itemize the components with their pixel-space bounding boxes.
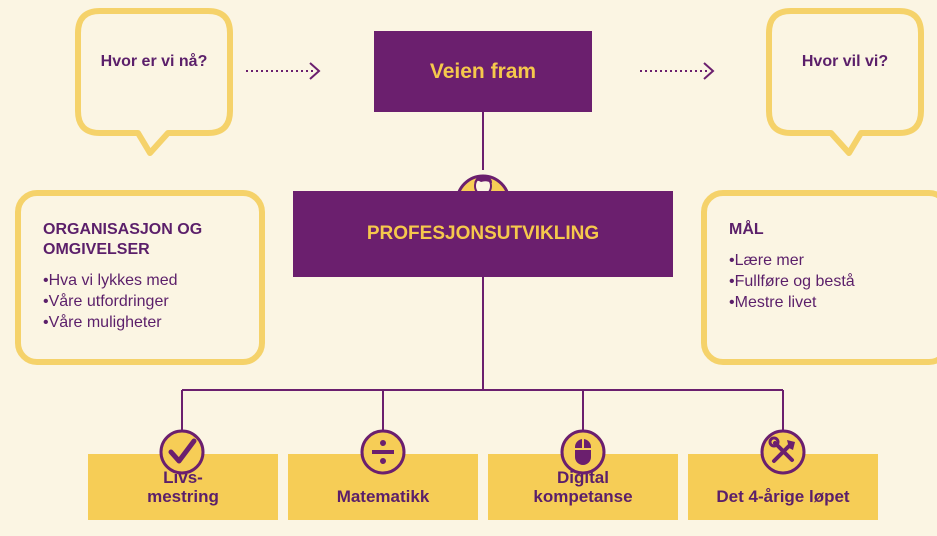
area-label: Det 4-årige løpet bbox=[716, 487, 850, 506]
tools-icon bbox=[760, 429, 806, 475]
list-item: Lære mer bbox=[729, 250, 931, 271]
checkmark-icon bbox=[159, 429, 205, 475]
main-title: PROFESJONSUTVIKLING bbox=[366, 223, 600, 244]
goals-box: MÅL Lære mer Fullføre og bestå Mestre li… bbox=[701, 190, 937, 365]
list-item: Mestre livet bbox=[729, 292, 931, 313]
area-label: Matematikk bbox=[336, 487, 430, 506]
main-title-box: PROFESJONSUTVIKLING bbox=[293, 191, 673, 277]
right-bubble-text: Hvor vil vi? bbox=[801, 53, 889, 70]
organisation-box: ORGANISASJON OG OMGIVELSER Hva vi lykkes… bbox=[15, 190, 265, 365]
list-item: Fullføre og bestå bbox=[729, 271, 931, 292]
center-title: Veien fram bbox=[429, 59, 537, 83]
center-title-box: Veien fram bbox=[374, 31, 592, 112]
goals-list: Lære mer Fullføre og bestå Mestre livet bbox=[729, 250, 931, 313]
divide-icon bbox=[360, 429, 406, 475]
left-bubble-text: Hvor er vi nå? bbox=[100, 53, 208, 70]
area-box-4-arige: Det 4-årige løpet bbox=[688, 454, 878, 520]
right-speech-bubble bbox=[766, 8, 924, 156]
list-item: Våre utfordringer bbox=[43, 291, 245, 312]
organisation-list: Hva vi lykkes med Våre utfordringer Våre… bbox=[43, 270, 245, 333]
list-item: Våre muligheter bbox=[43, 312, 245, 333]
area-label: Livs-mestring bbox=[147, 468, 219, 506]
organisation-title: ORGANISASJON OG OMGIVELSER bbox=[43, 221, 203, 258]
list-item: Hva vi lykkes med bbox=[43, 270, 245, 291]
mouse-icon bbox=[560, 429, 606, 475]
area-label: Digital kompetanse bbox=[533, 468, 633, 506]
goals-title: MÅL bbox=[729, 221, 764, 238]
left-speech-bubble bbox=[75, 8, 233, 156]
